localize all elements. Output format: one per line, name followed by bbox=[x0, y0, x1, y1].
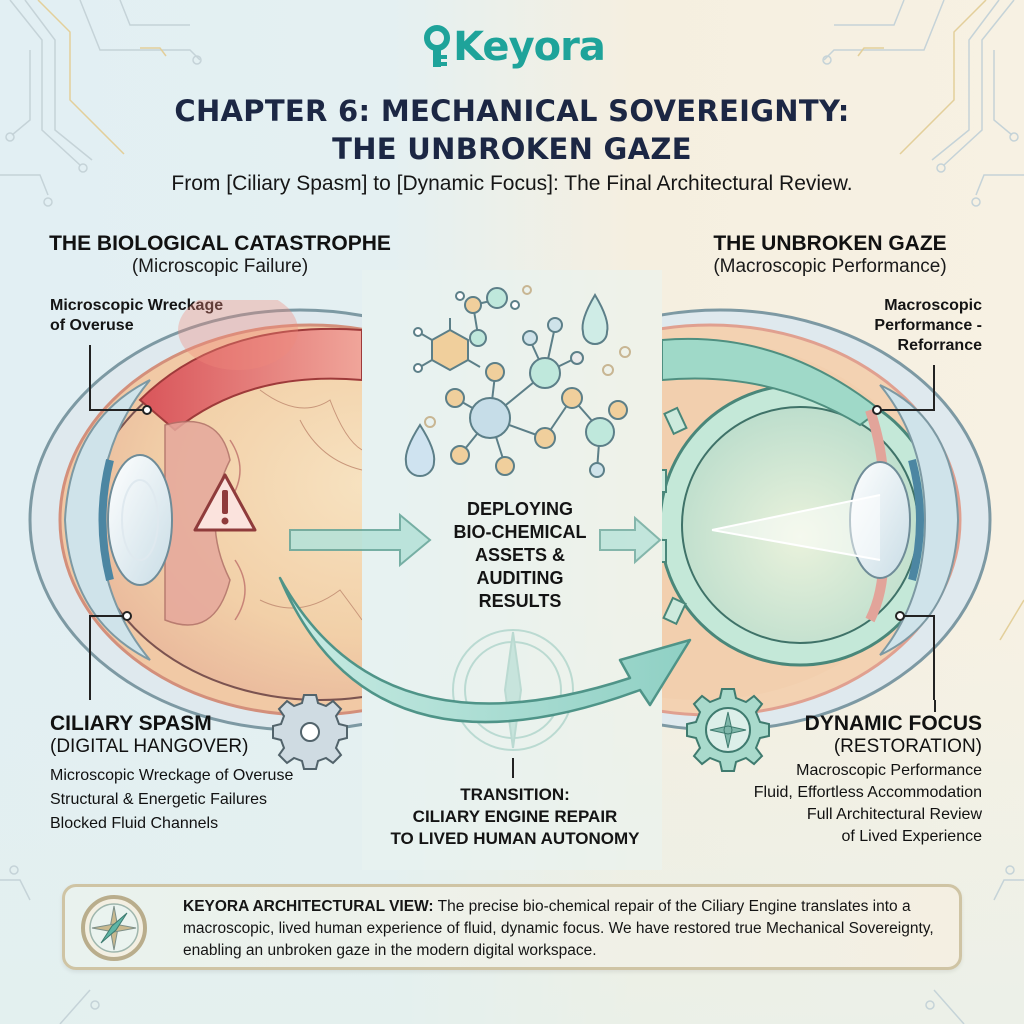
process-line: RESULTS bbox=[478, 591, 562, 611]
left-heading: THE BIOLOGICAL CATASTROPHE (Microscopic … bbox=[40, 232, 400, 278]
callout-line: Microscopic Wreckage bbox=[50, 297, 224, 314]
outcome-item: of Lived Experience bbox=[841, 828, 982, 845]
callout-line: of Overuse bbox=[50, 317, 134, 334]
outcome-item: Full Architectural Review bbox=[806, 806, 982, 823]
symptom-item: Blocked Fluid Channels bbox=[50, 815, 219, 832]
curved-transition-arrow bbox=[278, 576, 692, 724]
outcome-item: Fluid, Effortless Accommodation bbox=[753, 784, 982, 801]
symptom-item: Microscopic Wreckage of Overuse bbox=[50, 767, 294, 784]
outcome-item: Macroscopic Performance bbox=[796, 762, 982, 779]
process-line: DEPLOYING bbox=[466, 499, 573, 519]
transition-label: TRANSITION: CILIARY ENGINE REPAIR TO LIV… bbox=[355, 784, 675, 850]
transition-line: TO LIVED HUMAN AUTONOMY bbox=[390, 829, 640, 848]
callout-line: Performance - bbox=[874, 317, 982, 334]
architectural-view-text: KEYORA ARCHITECTURAL VIEW: The precise b… bbox=[183, 896, 953, 962]
keyora-logo: Keyora bbox=[0, 22, 1024, 70]
left-heading-title: THE BIOLOGICAL CATASTROPHE bbox=[49, 232, 391, 255]
arrow-right-icon bbox=[599, 515, 662, 565]
key-logo-icon bbox=[424, 25, 451, 67]
transition-line: CILIARY ENGINE REPAIR bbox=[412, 807, 618, 826]
right-heading: THE UNBROKEN GAZE (Macroscopic Performan… bbox=[650, 232, 1010, 278]
ciliary-spasm-block: CILIARY SPASM (DIGITAL HANGOVER) Microsc… bbox=[50, 712, 293, 836]
dynamic-focus-title: DYNAMIC FOCUS bbox=[804, 712, 982, 735]
title-line-1: CHAPTER 6: MECHANICAL SOVEREIGNTY: bbox=[174, 94, 850, 128]
architectural-view-box: KEYORA ARCHITECTURAL VIEW: The precise b… bbox=[62, 884, 962, 970]
warning-triangle-icon bbox=[193, 473, 257, 532]
callout-line: Reforrance bbox=[897, 337, 982, 354]
arrow-right-icon bbox=[289, 512, 432, 568]
right-callout-top: Macroscopic Performance - Reforrance bbox=[874, 296, 982, 356]
process-label: DEPLOYING BIO-CHEMICAL ASSETS & AUDITING… bbox=[430, 498, 610, 613]
compass-icon bbox=[81, 895, 147, 961]
page-subtitle: From [Ciliary Spasm] to [Dynamic Focus]:… bbox=[171, 172, 853, 195]
damaged-eye-illustration bbox=[28, 300, 362, 732]
process-line: ASSETS & bbox=[474, 545, 566, 565]
right-heading-subtitle: (Macroscopic Performance) bbox=[713, 256, 947, 277]
compass-gear-icon bbox=[686, 688, 770, 772]
logo-text: Keyora bbox=[453, 24, 606, 70]
architectural-view-body: The precise bio-chemical repair of the C… bbox=[183, 898, 934, 959]
dynamic-focus-block: DYNAMIC FOCUS (RESTORATION) Macroscopic … bbox=[754, 712, 982, 848]
symptom-item: Structural & Energetic Failures bbox=[50, 791, 267, 808]
ciliary-spasm-title: CILIARY SPASM bbox=[50, 712, 212, 735]
transition-line: TRANSITION: bbox=[460, 785, 570, 804]
process-line: AUDITING bbox=[476, 568, 564, 588]
page-title: CHAPTER 6: MECHANICAL SOVEREIGNTY: THE U… bbox=[0, 92, 1024, 168]
broken-gear-icon bbox=[272, 694, 348, 770]
left-callout-top: Microscopic Wreckage of Overuse bbox=[50, 296, 223, 336]
dynamic-focus-subtitle: (RESTORATION) bbox=[833, 736, 982, 757]
eye-diagram-illustration bbox=[28, 270, 992, 870]
callout-line: Macroscopic bbox=[884, 297, 982, 314]
architectural-view-label: KEYORA ARCHITECTURAL VIEW: bbox=[183, 898, 434, 915]
left-heading-subtitle: (Microscopic Failure) bbox=[131, 256, 309, 277]
process-line: BIO-CHEMICAL bbox=[453, 522, 587, 542]
right-heading-title: THE UNBROKEN GAZE bbox=[713, 232, 947, 255]
molecule-cluster-illustration bbox=[404, 285, 631, 478]
restored-eye-illustration bbox=[662, 308, 992, 732]
ciliary-spasm-subtitle: (DIGITAL HANGOVER) bbox=[50, 736, 249, 757]
title-line-2: THE UNBROKEN GAZE bbox=[332, 132, 692, 166]
